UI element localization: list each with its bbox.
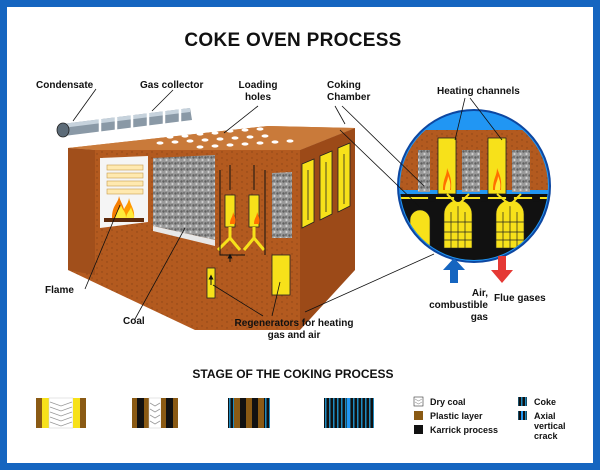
legend-swatch-coke [518, 397, 527, 406]
loading-holes [156, 127, 294, 149]
label-coal: Coal [123, 316, 145, 327]
leader-lines [72, 88, 503, 320]
flow-lines [208, 165, 266, 285]
label-heating-channels: Heating channels [437, 86, 520, 97]
legend-karrick-process: Karrick process [430, 425, 499, 435]
legend-swatch-karrick [414, 425, 423, 434]
heating-channels-inset [397, 109, 551, 283]
legend-swatch-plastic-layer [414, 411, 423, 420]
stage-2-strip [132, 397, 178, 429]
furnace-shelves [106, 164, 144, 195]
air-inflow-arrow [443, 258, 465, 283]
stage-4-strip [324, 398, 374, 428]
label-flame: Flame [45, 285, 74, 296]
legend-axial-vertical-crack: Axial vertical crack [534, 411, 566, 441]
flame-icon [112, 196, 135, 218]
label-regenerators: Regenerators for heating gas and air [234, 318, 354, 341]
legend-plastic-layer: Plastic layer [430, 411, 483, 421]
side-channels [301, 142, 351, 229]
stage-1-strip [36, 397, 86, 429]
legend-swatches [413, 396, 527, 434]
flue-gas-arrow [491, 256, 513, 283]
stages-title: STAGE OF THE COKING PROCESS [192, 367, 394, 381]
page-title: COKE OVEN PROCESS [184, 30, 402, 51]
legend-coke: Coke [534, 397, 557, 407]
gas-collector-pipe [56, 102, 192, 138]
label-gas-collector: Gas collector [140, 80, 204, 91]
legend-dry-coal: Dry coal [430, 397, 466, 407]
coal-chamber [153, 155, 215, 240]
legend-swatch-dry-coal [413, 396, 424, 407]
label-flue-gases: Flue gases [494, 293, 546, 304]
label-air-combustible-gas: Air, combustible gas [429, 288, 488, 323]
oven-block [68, 126, 355, 330]
label-coking-chamber: Coking Chamber [327, 80, 371, 103]
label-condensate: Condensate [36, 80, 94, 91]
label-loading-holes: Loading holes [238, 80, 278, 103]
stage-3-strip [228, 398, 270, 428]
